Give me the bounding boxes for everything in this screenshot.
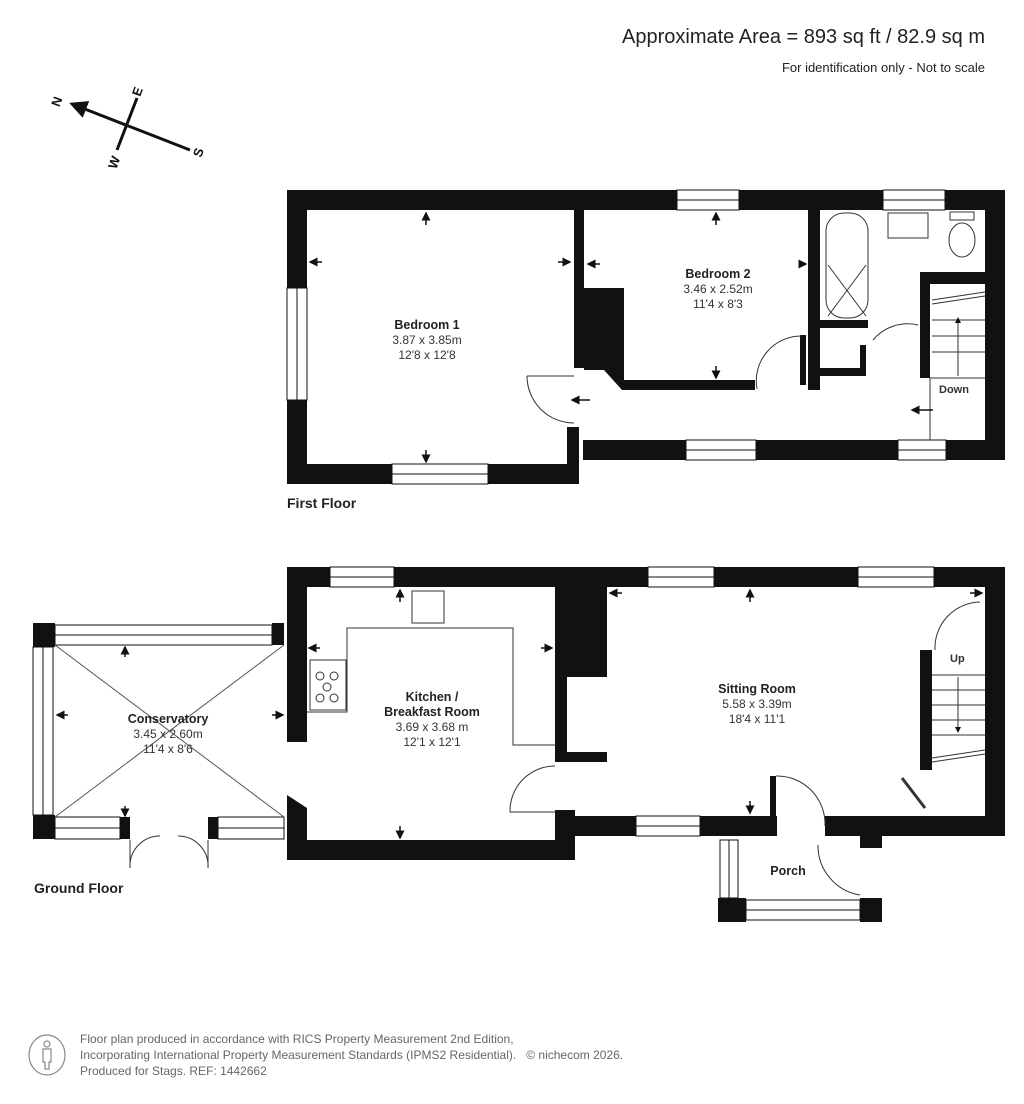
copyright: © nichecom 2026. [526, 1048, 624, 1062]
room-kitchen-breakfast: Kitchen / Breakfast Room 3.69 x 3.68 m 1… [384, 690, 480, 750]
room-sitting-room: Sitting Room 5.58 x 3.39m 18'4 x 11'1 [718, 682, 796, 727]
first-floor-label: First Floor [287, 495, 357, 511]
room-name: Sitting Room [718, 682, 796, 696]
room-name: Bedroom 2 [685, 267, 751, 281]
room-name-line2: Breakfast Room [384, 705, 480, 719]
room-metric: 5.58 x 3.39m [722, 697, 792, 711]
ground-floor-label: Ground Floor [34, 880, 124, 896]
room-conservatory: Conservatory 3.45 x 2.60m 11'4 x 8'6 [128, 712, 209, 757]
room-porch: Porch [770, 864, 805, 879]
stairs-up-label: Up [950, 653, 965, 665]
room-name: Porch [770, 864, 806, 878]
measurement-person-icon [28, 1034, 66, 1076]
room-name: Bedroom 1 [394, 318, 460, 332]
approximate-area: Approximate Area = 893 sq ft / 82.9 sq m [622, 26, 985, 48]
room-metric: 3.46 x 2.52m [683, 282, 753, 296]
footer-line-3: Produced for Stags. REF: 1442662 [80, 1064, 267, 1078]
compass-icon [69, 97, 191, 152]
room-metric: 3.87 x 3.85m [392, 333, 462, 347]
disclaimer: For identification only - Not to scale [781, 60, 985, 75]
room-imperial: 11'4 x 8'6 [143, 742, 193, 756]
footer-line-2: Incorporating International Property Mea… [80, 1048, 517, 1062]
room-imperial: 11'4 x 8'3 [693, 297, 743, 311]
room-imperial: 12'8 x 12'8 [398, 348, 456, 362]
room-imperial: 12'1 x 12'1 [403, 735, 461, 749]
stairs-down-label: Down [939, 384, 969, 396]
footer-line-1: Floor plan produced in accordance with R… [80, 1032, 514, 1046]
room-metric: 3.69 x 3.68 m [395, 720, 469, 734]
room-imperial: 18'4 x 11'1 [728, 712, 786, 726]
room-bedroom-2: Bedroom 2 3.46 x 2.52m 11'4 x 8'3 [683, 267, 752, 312]
room-name: Conservatory [127, 712, 209, 726]
room-bedroom-1: Bedroom 1 3.87 x 3.85m 12'8 x 12'8 [392, 318, 461, 363]
room-metric: 3.45 x 2.60m [133, 727, 203, 741]
footer-notes: Floor plan produced in accordance with R… [80, 1031, 623, 1079]
room-name: Kitchen / [405, 690, 459, 704]
ground-floor-walls [33, 567, 1005, 922]
